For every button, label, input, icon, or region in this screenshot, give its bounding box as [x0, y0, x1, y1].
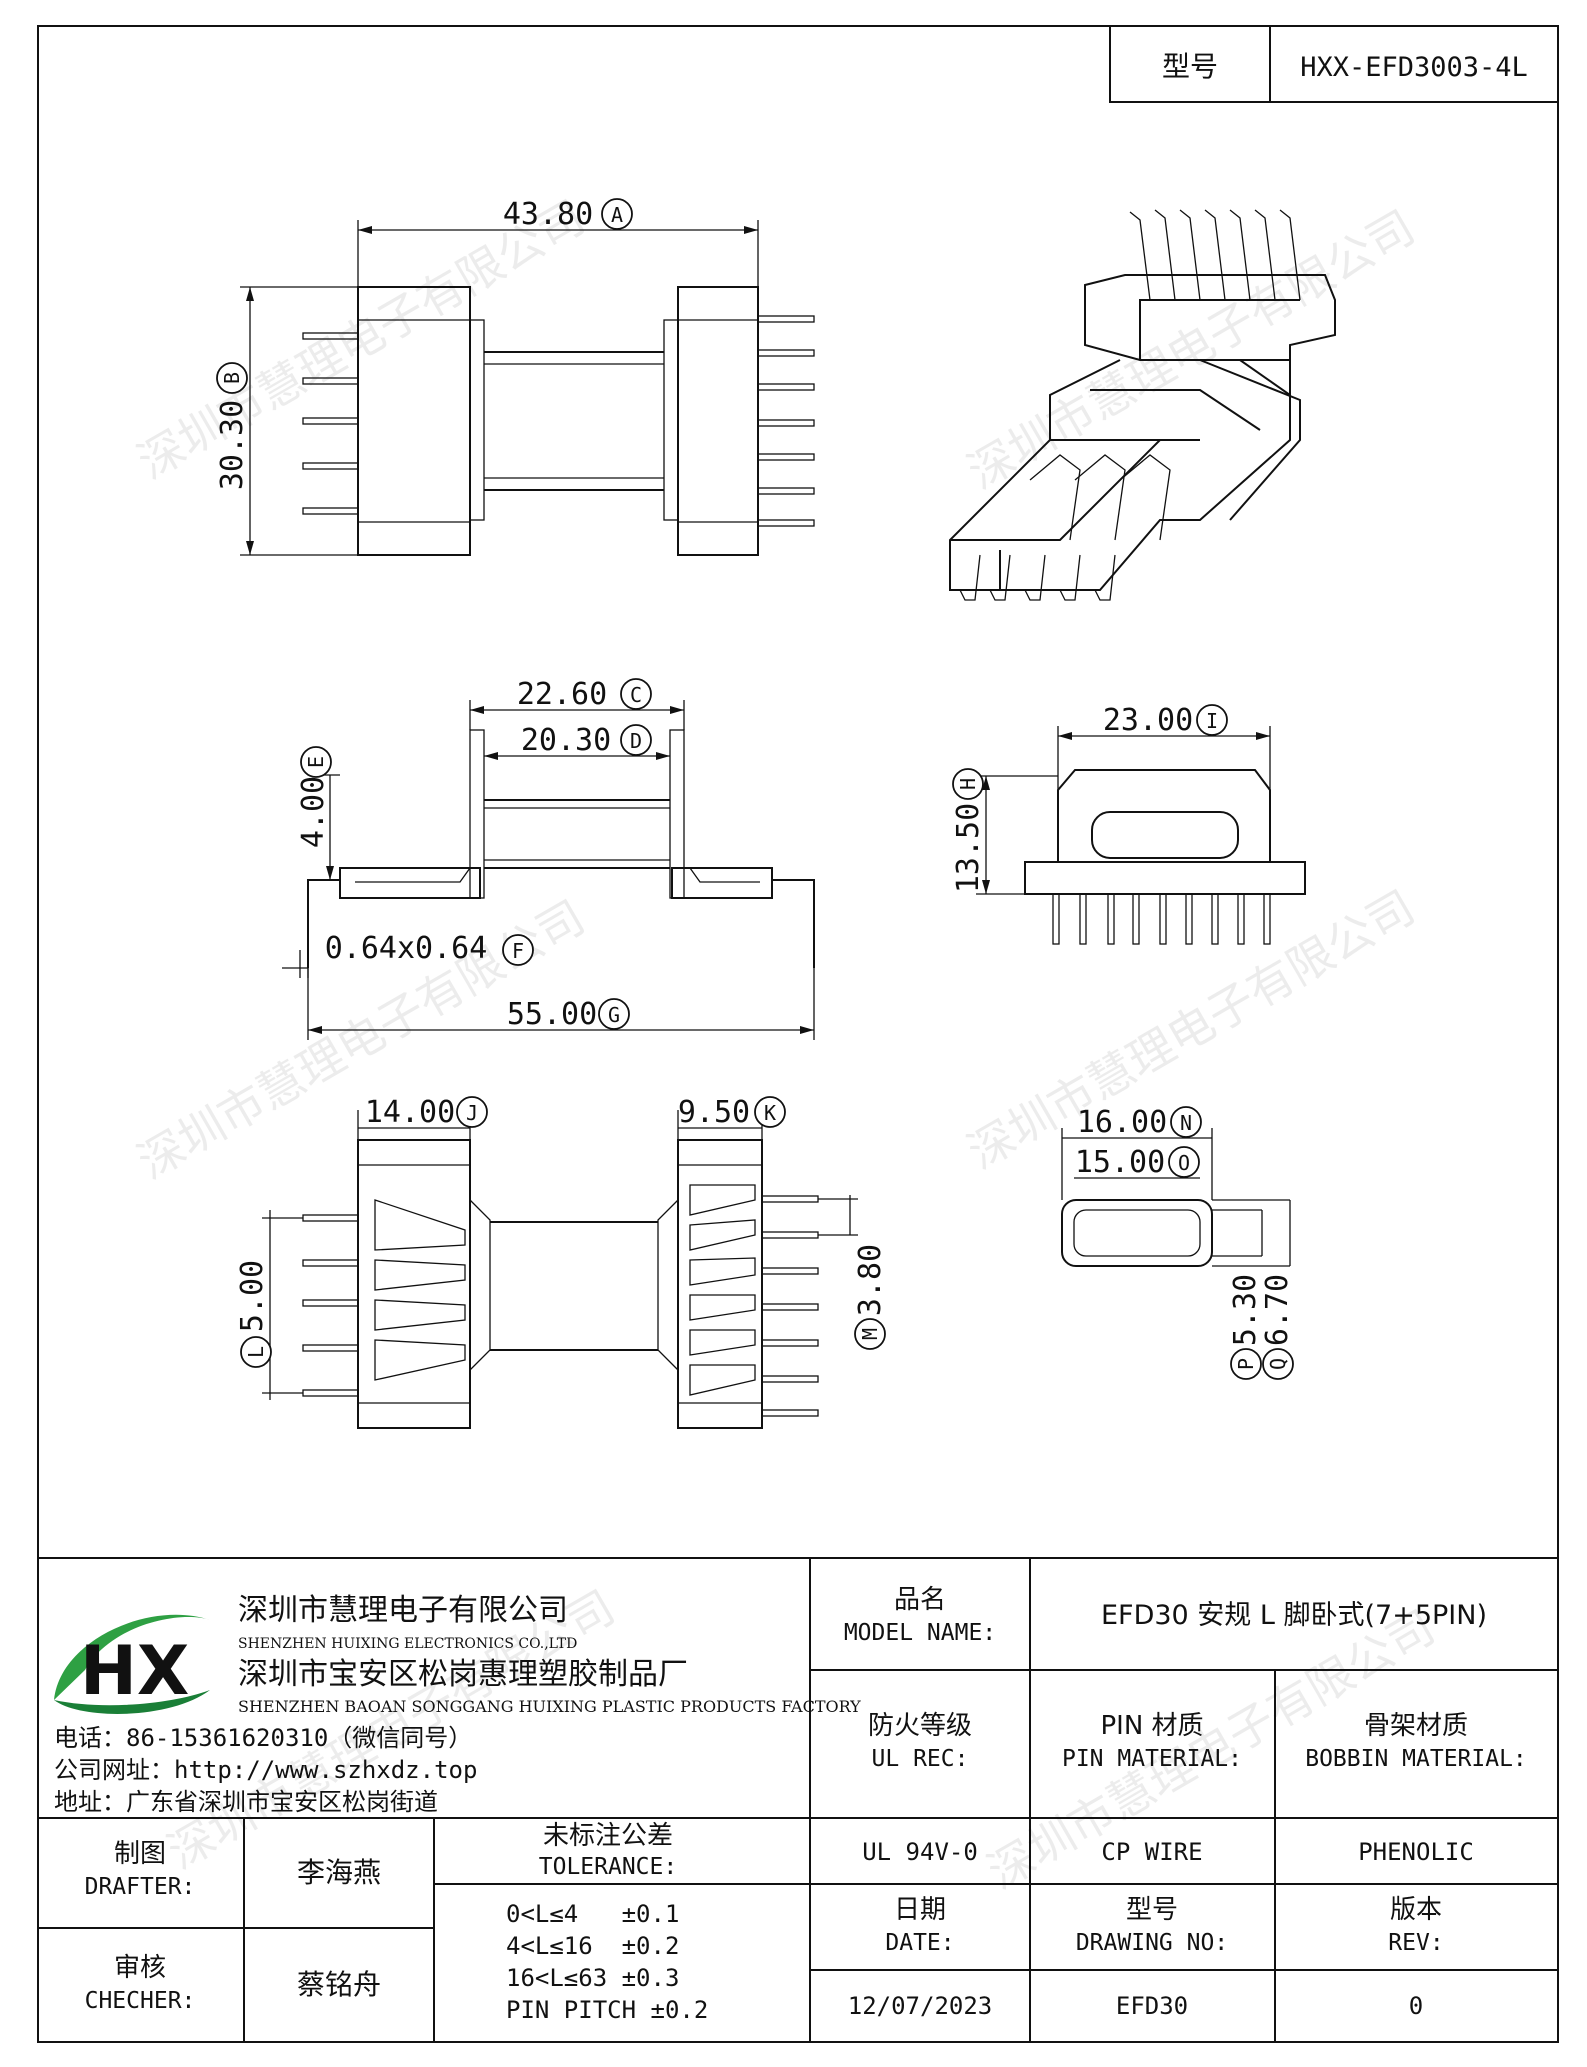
bobbin-value: PHENOLIC	[1358, 1838, 1474, 1866]
dim-O-letter: O	[1178, 1151, 1190, 1175]
dim-A-value: 43.80	[503, 197, 593, 232]
dim-M-letter: M	[858, 1328, 882, 1340]
title-block: HX 深圳市慧理电子有限公司 SHENZHEN HUIXING ELECTRON…	[38, 1557, 1558, 2042]
company-address: 地址：广东省深圳市宝安区松岗街道	[54, 1788, 438, 1816]
dim-F-letter: F	[512, 939, 524, 963]
dim-Q-value: 6.70	[1260, 1274, 1295, 1346]
company-name-en: SHENZHEN HUIXING ELECTRONICS CO.,LTD	[238, 1636, 577, 1652]
factory-name-cn: 深圳市宝安区松岗惠理塑胶制品厂	[238, 1657, 688, 1692]
drafter-label-en: DRAFTER:	[85, 1874, 196, 1900]
pin-label-cn: PIN 材质	[1100, 1711, 1203, 1741]
tolerance-label-cn: 未标注公差	[543, 1821, 673, 1851]
drafter-label-cn: 制图	[114, 1839, 166, 1869]
rev-label-cn: 版本	[1390, 1895, 1442, 1925]
dim-A-letter: A	[611, 203, 623, 227]
rev-label-en: REV:	[1388, 1930, 1443, 1956]
dim-L-value: 5.00	[235, 1260, 270, 1332]
model-name-value: EFD30 安规 L 脚卧式(7+5PIN)	[1101, 1600, 1487, 1631]
dim-B-letter: B	[220, 372, 244, 384]
tolerance-line: PIN PITCH ±0.2	[506, 1996, 708, 2024]
dim-N-value: 16.00	[1077, 1105, 1167, 1140]
dim-L-letter: L	[244, 1346, 268, 1358]
dim-I-value: 23.00	[1103, 703, 1193, 738]
bobbin-label-en: BOBBIN MATERIAL:	[1305, 1746, 1527, 1772]
factory-name-en: SHENZHEN BAOAN SONGGANG HUIXING PLASTIC …	[238, 1697, 861, 1716]
date-label-en: DATE:	[885, 1930, 954, 1956]
dim-I-letter: I	[1206, 709, 1218, 733]
dim-J-letter: J	[466, 1101, 478, 1125]
pin-value: CP WIRE	[1101, 1838, 1202, 1866]
dim-E-value: 4.00	[296, 776, 331, 848]
dim-P-value: 5.30	[1228, 1274, 1263, 1346]
dim-K-letter: K	[764, 1101, 776, 1125]
dim-B-value: 30.30	[215, 400, 250, 490]
drawing-label-en: DRAWING NO:	[1076, 1930, 1228, 1956]
drawing-value: EFD30	[1116, 1992, 1188, 2020]
sheet-border	[37, 25, 1559, 2043]
dim-J-value: 14.00	[365, 1095, 455, 1130]
rev-value: 0	[1409, 1992, 1423, 2020]
dim-D-value: 20.30	[521, 723, 611, 758]
view-isometric	[949, 209, 1336, 601]
pin-label-en: PIN MATERIAL:	[1062, 1746, 1242, 1772]
tolerance-line: 0<L≤4 ±0.1	[506, 1900, 679, 1928]
tolerance-label-en: TOLERANCE:	[539, 1854, 677, 1880]
dim-M-value: 3.80	[853, 1244, 888, 1316]
dim-H-value: 13.50	[951, 803, 986, 893]
dim-C-letter: C	[630, 683, 642, 707]
bobbin-label-cn: 骨架材质	[1364, 1711, 1468, 1741]
fire-label-cn: 防火等级	[868, 1711, 972, 1741]
dim-P-letter: P	[1234, 1358, 1258, 1370]
watermark: 深圳市慧理电子有限公司	[959, 200, 1424, 500]
dim-Q-letter: Q	[1266, 1358, 1290, 1370]
model-box-label: 型号	[1162, 50, 1218, 83]
logo-letters: HX	[80, 1632, 189, 1711]
watermark: 深圳市慧理电子有限公司	[129, 190, 594, 490]
checker-label-en: CHECHER:	[85, 1988, 196, 2014]
company-phone: 电话：86-15361620310（微信同号）	[54, 1724, 472, 1752]
tolerance-line: 4<L≤16 ±0.2	[506, 1932, 679, 1960]
date-label-cn: 日期	[894, 1895, 946, 1925]
company-name-cn: 深圳市慧理电子有限公司	[238, 1593, 568, 1628]
drafter-value: 李海燕	[297, 1856, 381, 1889]
model-box-value: HXX-EFD3003-4L	[1300, 52, 1528, 83]
checker-value: 蔡铭舟	[297, 1968, 381, 2001]
dim-F-value: 0.64x0.64	[325, 931, 488, 966]
model-name-label-en: MODEL NAME:	[844, 1620, 996, 1646]
drawing-label-cn: 型号	[1126, 1895, 1178, 1925]
model-box: 型号 HXX-EFD3003-4L	[1109, 25, 1559, 103]
view-bottom: 14.00 J 9.50 K 5.00 L 3.80 M	[235, 1095, 888, 1429]
dim-C-value: 22.60	[517, 677, 607, 712]
dim-H-letter: H	[956, 778, 980, 790]
checker-label-cn: 审核	[114, 1953, 166, 1983]
dim-D-letter: D	[630, 729, 642, 753]
view-top: 43.80 A 30.30 B	[215, 197, 815, 556]
fire-value: UL 94V-0	[862, 1838, 978, 1866]
tolerance-line: 16<L≤63 ±0.3	[506, 1964, 679, 1992]
company-website: 公司网址：http://www.szhxdz.top	[54, 1756, 477, 1784]
dim-N-letter: N	[1180, 1111, 1192, 1135]
dim-E-letter: E	[304, 756, 328, 768]
dim-G-value: 55.00	[507, 997, 597, 1032]
company-logo: HX	[54, 1614, 210, 1714]
view-core-slot: 16.00 N 15.00 O 5.30 P 6.70 Q	[1061, 1105, 1295, 1380]
fire-label-en: UL REC:	[872, 1746, 969, 1772]
view-side: 22.60 C 20.30 D 4.00 E 0.64x0.64 F 55.00…	[282, 677, 815, 1040]
dim-G-letter: G	[608, 1003, 620, 1027]
view-front: 23.00 I 13.50 H	[951, 703, 1306, 945]
dim-K-value: 9.50	[678, 1095, 750, 1130]
date-value: 12/07/2023	[848, 1992, 993, 2020]
model-name-label-cn: 品名	[894, 1585, 946, 1615]
dim-O-value: 15.00	[1075, 1145, 1165, 1180]
